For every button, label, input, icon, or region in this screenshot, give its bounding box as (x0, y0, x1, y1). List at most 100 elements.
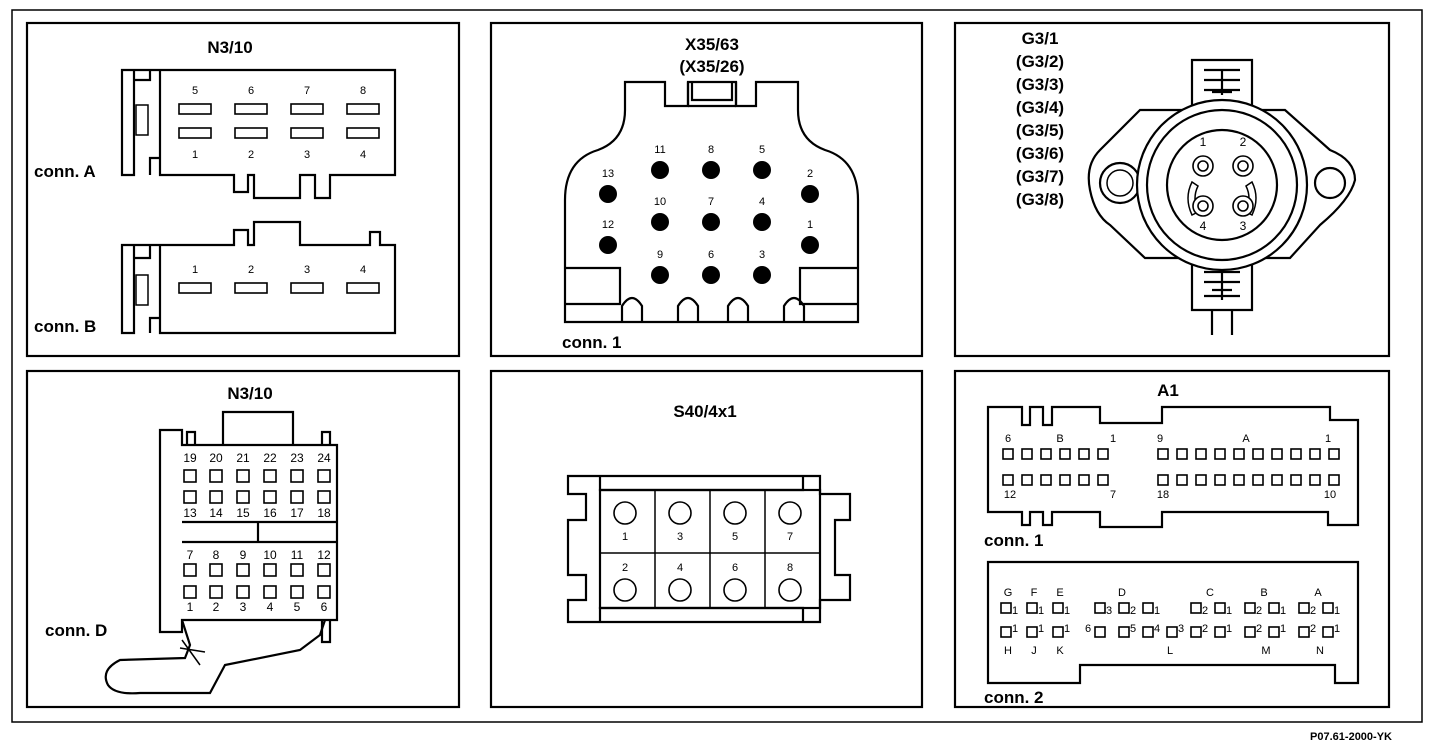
pin-number: 6 (1005, 433, 1011, 445)
pin-cavity (1166, 626, 1178, 638)
pin-number: 5 (192, 85, 198, 97)
panel-title-line: (G3/8) (1016, 190, 1064, 209)
connector-key (686, 82, 738, 108)
pin-cavity (236, 469, 250, 483)
pin-number: 6 (708, 249, 714, 261)
pin-number: 2 (1240, 135, 1247, 149)
pin-cavity (1097, 474, 1109, 486)
mounting-hole-left-inner (1106, 169, 1134, 197)
pin-cavity (1233, 474, 1245, 486)
pin-number: 4 (360, 264, 366, 276)
connector-d-cable-tie (179, 639, 206, 666)
pin-number: 1 (1038, 623, 1044, 635)
pin-number: 2 (1130, 605, 1136, 617)
pin-contact (753, 266, 771, 284)
pin-number: 1 (1200, 135, 1207, 149)
pin-number: 1 (192, 264, 198, 276)
connector-d-top-cap (221, 410, 295, 445)
pin-cavity (290, 469, 304, 483)
pin-number: 2 (1310, 623, 1316, 635)
panel-title-line: (G3/5) (1016, 121, 1064, 140)
sensor-flange (1087, 108, 1357, 260)
pin-number: 1 (1064, 623, 1070, 635)
pin-letter: A (1314, 587, 1322, 599)
pin-cavity (1052, 626, 1064, 638)
pin-number: 2 (807, 168, 813, 180)
pin-cavity (1059, 448, 1071, 460)
a1-conn2-outline (986, 560, 1360, 685)
pin-letter: H (1004, 645, 1012, 657)
pin-number: 9 (240, 548, 247, 562)
connector-b-latch (134, 245, 160, 333)
conn-1-label: conn. 1 (562, 333, 622, 352)
pin-number: 1 (192, 149, 198, 161)
blade-terminal (290, 127, 324, 139)
pin-number: 24 (317, 451, 331, 465)
pin-cavity (1026, 626, 1038, 638)
pin-number: 1 (1280, 623, 1286, 635)
pin-cavity (317, 469, 331, 483)
pin-number: 10 (1324, 489, 1336, 501)
conn-a-label: conn. A (34, 162, 96, 181)
pin-socket (778, 578, 802, 602)
pin-socket (613, 501, 637, 525)
pin-cavity (1290, 448, 1302, 460)
pin-cavity (1195, 448, 1207, 460)
panel-title-line: (G3/3) (1016, 75, 1064, 94)
sensor-body-outer (1135, 98, 1309, 272)
panel-frame (953, 21, 1391, 358)
pin-socket-inner (1237, 200, 1249, 212)
pin-number: 5 (294, 600, 301, 614)
pin-number: 15 (236, 506, 250, 520)
pin-number: 11 (654, 144, 665, 156)
pin-number: 18 (1157, 489, 1169, 501)
pin-contact (702, 213, 720, 231)
pin-number: 2 (213, 600, 220, 614)
pin-number: 2 (1202, 623, 1208, 635)
pin-cavity (1214, 474, 1226, 486)
connector-top-strip (598, 476, 805, 492)
pin-number: 7 (1110, 489, 1116, 501)
pin-cavity (209, 563, 223, 577)
pin-cavity (1026, 602, 1038, 614)
pin-number: 23 (290, 451, 304, 465)
pin-number: 4 (1200, 219, 1207, 233)
pin-number: 1 (1064, 605, 1070, 617)
a1-conn-1-label: conn. 1 (984, 531, 1044, 550)
pin-cavity (290, 585, 304, 599)
connector-right-block (798, 266, 858, 306)
pin-number: 20 (209, 451, 223, 465)
pin-cavity (290, 490, 304, 504)
pin-cavity (317, 490, 331, 504)
blade-terminal (234, 127, 268, 139)
pin-number: 4 (360, 149, 366, 161)
pin-number: 10 (263, 548, 277, 562)
blade-terminal (178, 103, 212, 115)
pin-cavity (1252, 448, 1264, 460)
pin-cavity (1021, 448, 1033, 460)
pin-cavity (1078, 448, 1090, 460)
panel-title-line: (G3/4) (1016, 98, 1064, 117)
pin-cavity (1268, 626, 1280, 638)
mounting-hole-left (1098, 161, 1142, 205)
pin-letter: C (1206, 587, 1214, 599)
pin-letter: F (1031, 587, 1038, 599)
pin-number: 5 (759, 144, 765, 156)
pin-number: 12 (317, 548, 331, 562)
pin-contact (651, 213, 669, 231)
pin-cavity (1097, 448, 1109, 460)
pin-number: 2 (1202, 605, 1208, 617)
connector-d-ears (185, 430, 332, 445)
pin-number: 18 (317, 506, 331, 520)
pin-number: 6 (1085, 623, 1091, 635)
pin-number: 2 (1256, 623, 1262, 635)
pin-number: 3 (304, 149, 310, 161)
pin-number: 5 (1130, 623, 1136, 635)
pin-cavity (1094, 626, 1106, 638)
pin-number: 22 (263, 451, 277, 465)
pin-number: 21 (236, 451, 250, 465)
pin-socket (723, 578, 747, 602)
